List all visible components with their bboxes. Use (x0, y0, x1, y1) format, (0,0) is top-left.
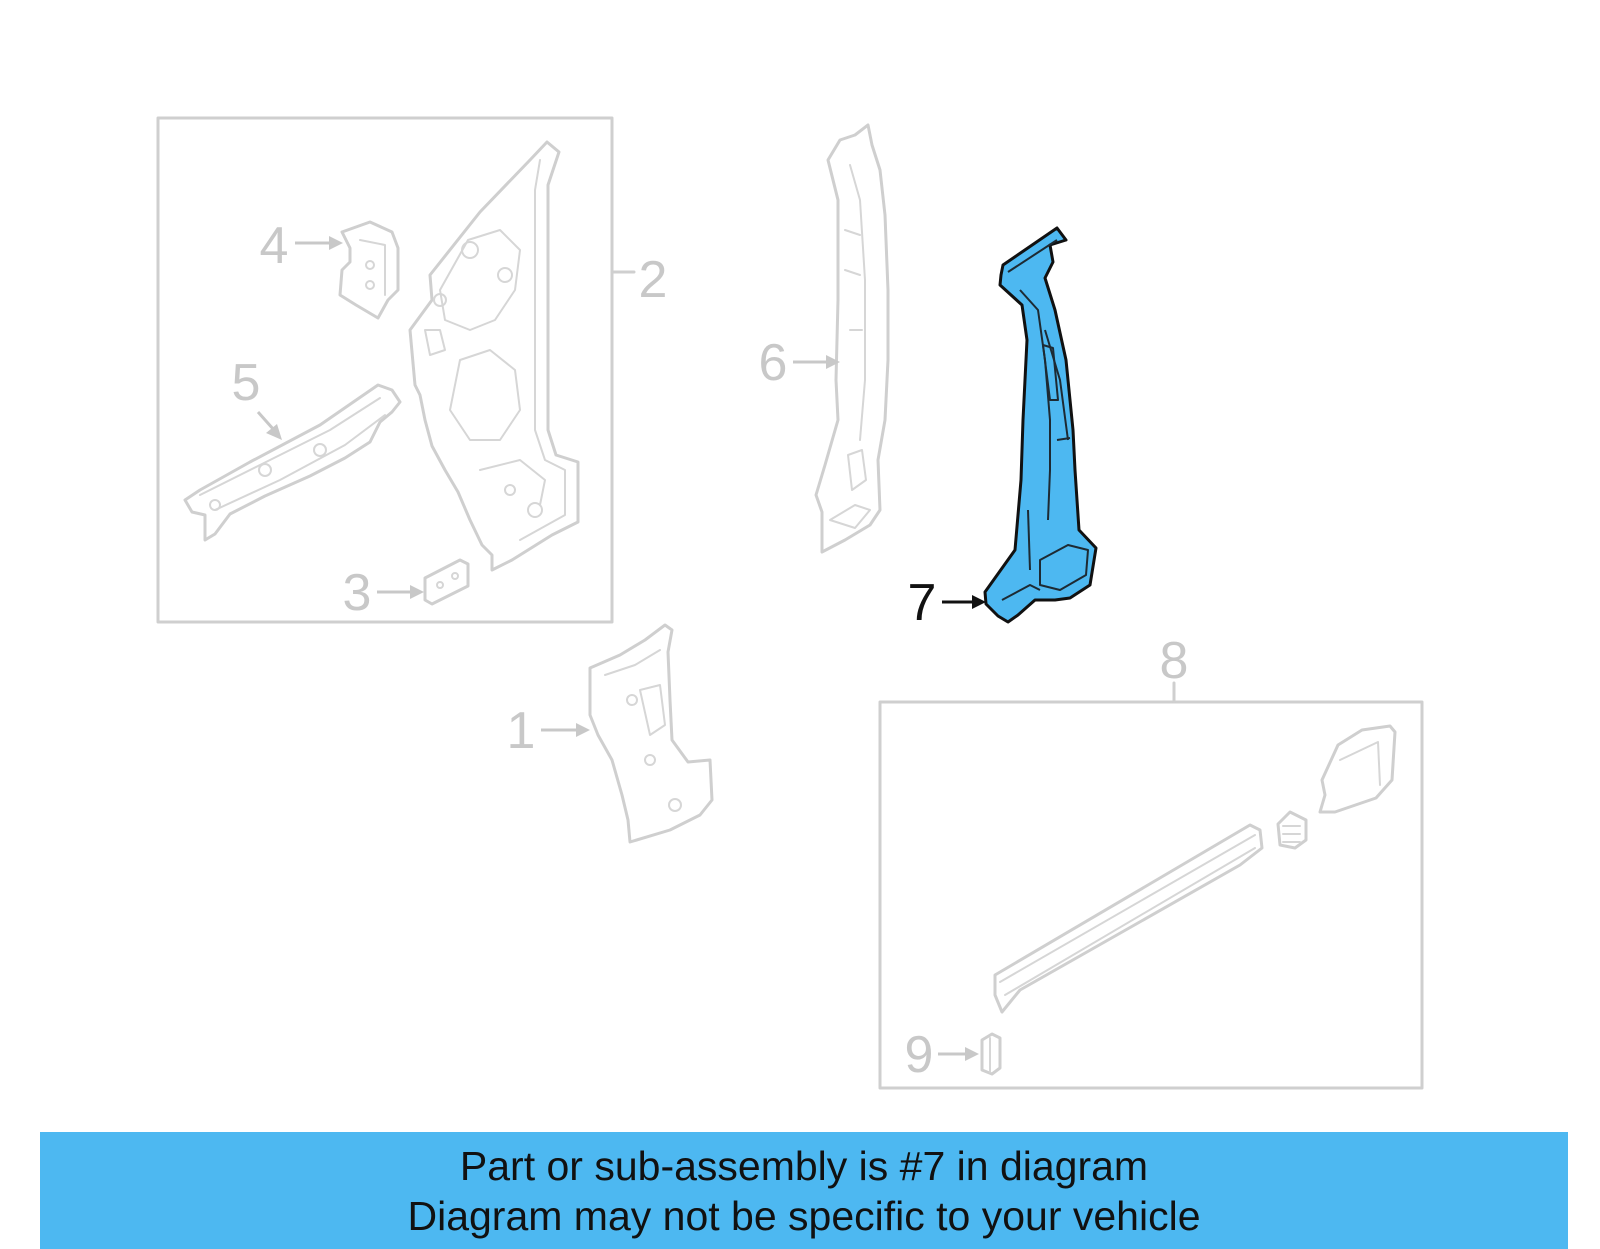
info-banner: Part or sub-assembly is #7 in diagram Di… (40, 1132, 1568, 1249)
group-box-8 (878, 700, 1424, 1090)
part-5-rail (183, 383, 402, 542)
callout-8: 8 (1160, 632, 1189, 690)
callout-9: 9 (905, 1026, 979, 1084)
svg-text:5: 5 (232, 354, 261, 412)
part-4-bracket (338, 220, 400, 320)
svg-text:6: 6 (759, 334, 788, 392)
callout-4: 4 (260, 217, 343, 275)
svg-text:9: 9 (905, 1026, 934, 1084)
part-9-clip (980, 1032, 1002, 1076)
part-7-body (983, 226, 1098, 624)
part-6-pillar (814, 123, 890, 554)
svg-text:2: 2 (639, 251, 668, 309)
svg-text:4: 4 (260, 217, 289, 275)
callout-1: 1 (507, 702, 590, 760)
callout-6: 6 (759, 334, 840, 392)
svg-text:3: 3 (343, 564, 372, 622)
callout-5: 5 (232, 354, 282, 440)
part-7-highlighted (983, 226, 1098, 624)
svg-text:8: 8 (1160, 632, 1189, 690)
part-1-lower-pillar (588, 623, 714, 844)
part-2-side-panel (408, 140, 580, 572)
callout-3: 3 (343, 564, 424, 622)
callout-2: 2 (639, 251, 668, 309)
callout-7: 7 (908, 574, 986, 632)
part-8-sill (993, 724, 1397, 1014)
banner-line-1: Part or sub-assembly is #7 in diagram (459, 1143, 1149, 1189)
group-box-2 (156, 116, 614, 624)
svg-text:7: 7 (908, 574, 937, 632)
banner-line-2: Diagram may not be specific to your vehi… (407, 1193, 1201, 1239)
svg-text:1: 1 (507, 702, 536, 760)
part-3-plate (423, 558, 470, 606)
